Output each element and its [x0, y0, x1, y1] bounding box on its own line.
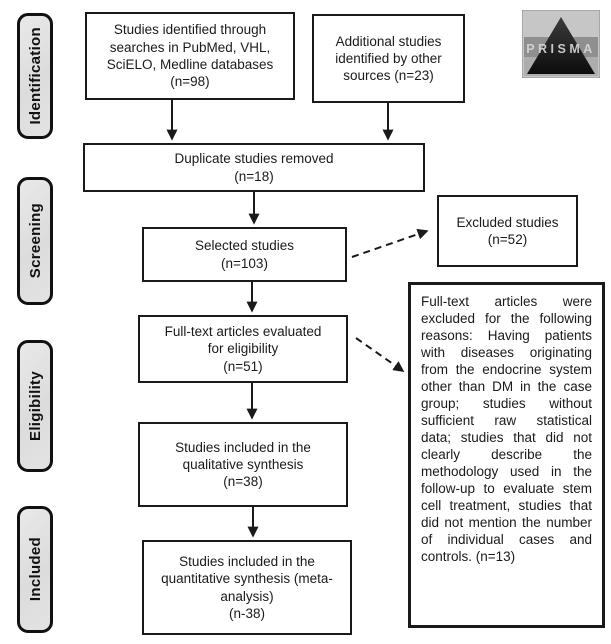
prisma-logo-graphic: PRISMA [521, 9, 601, 79]
stage-identification-label: Identification [26, 27, 44, 125]
prisma-logo: PRISMA [521, 9, 601, 79]
stage-screening-label: Screening [26, 203, 44, 279]
stage-screening: Screening [17, 177, 53, 305]
node-exclusion-reasons: Full-text articles were excluded for the… [408, 282, 605, 628]
node-additional-studies: Additional studies identified by other s… [312, 14, 465, 103]
logo-triangle-icon [527, 17, 595, 74]
node-qualitative-synthesis: Studies included in the qualitative synt… [138, 422, 348, 507]
stage-included: Included [17, 506, 53, 633]
stage-eligibility: Eligibility [17, 340, 53, 472]
node-studies-identified: Studies identified through searches in P… [85, 12, 295, 100]
arrow-fulltext-to-reasons-dashed [355, 337, 405, 372]
arrow-selected-to-excluded-dashed [351, 228, 429, 258]
stage-eligibility-label: Eligibility [26, 371, 44, 441]
node-quantitative-synthesis: Studies included in the quantitative syn… [142, 540, 352, 635]
node-duplicates-removed: Duplicate studies removed (n=18) [83, 143, 425, 192]
node-fulltext-evaluated: Full-text articles evaluated for eligibi… [138, 315, 348, 383]
node-excluded-studies: Excluded studies (n=52) [437, 195, 578, 267]
prisma-logo-text: PRISMA [526, 42, 596, 56]
node-selected-studies: Selected studies (n=103) [142, 227, 347, 282]
stage-included-label: Included [26, 537, 44, 602]
stage-identification: Identification [17, 13, 53, 139]
